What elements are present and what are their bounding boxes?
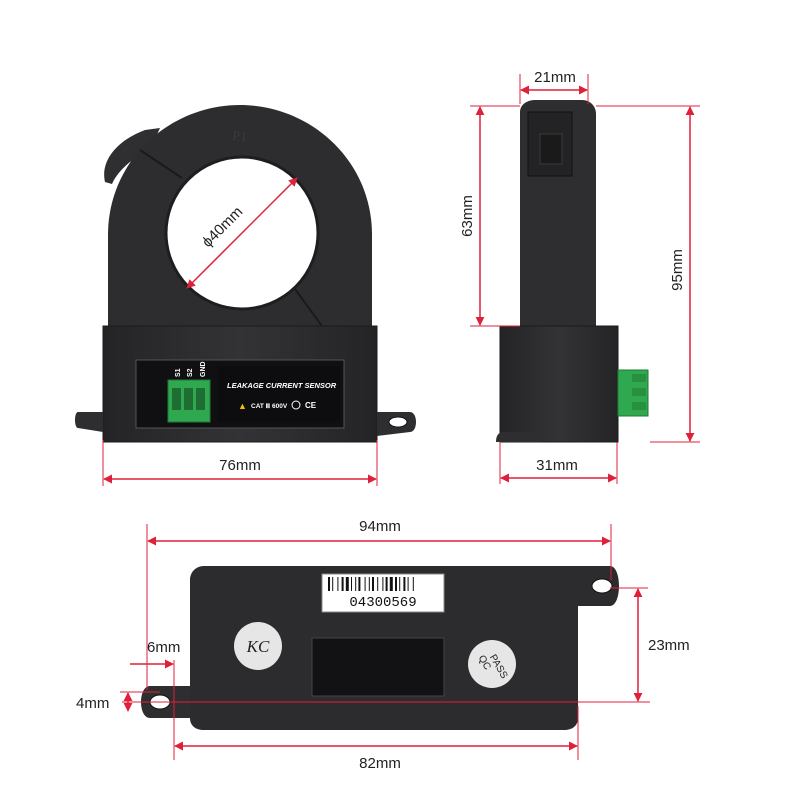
mounting-ear-left <box>75 412 103 432</box>
base-depth-label: 31mm <box>536 457 578 474</box>
core-marking: P1 <box>232 129 248 145</box>
barcode-bar <box>345 577 349 591</box>
barcode-bar <box>341 577 344 591</box>
barcode-bar <box>368 577 370 591</box>
barcode-bar <box>332 577 334 591</box>
side-ear <box>496 432 540 442</box>
barcode-bar <box>328 577 330 591</box>
side-terminal-pin <box>632 388 646 396</box>
side-view: 21mm 63mm 95mm 31mm <box>459 69 700 484</box>
side-terminal-pin <box>632 374 646 382</box>
upper-height-label: 63mm <box>459 195 476 237</box>
side-terminal-pin <box>632 402 646 410</box>
terminal-label: S2 <box>187 368 194 377</box>
barcode-bar <box>337 577 339 591</box>
barcode-bar <box>364 577 366 591</box>
barcode-bar <box>372 577 374 591</box>
width-label: 76mm <box>219 457 261 474</box>
side-clip-inner <box>539 133 563 165</box>
barcode-bar <box>407 577 409 591</box>
front-view: S1 S2 GND LEAKAGE CURRENT SENSOR ▲ CAT Ⅲ… <box>75 105 416 486</box>
barcode-bar <box>412 577 414 591</box>
top-width-label: 21mm <box>534 69 576 86</box>
rating-label: CAT Ⅲ 600V <box>251 402 288 410</box>
warning-icon: ▲ <box>238 401 247 411</box>
ce-mark: CE <box>305 401 317 410</box>
sensor-label: LEAKAGE CURRENT SENSOR <box>227 381 337 390</box>
height-label: 23mm <box>648 637 690 654</box>
overall-length-label: 94mm <box>359 518 401 535</box>
hole-spacing-label: 82mm <box>359 755 401 772</box>
barcode-bar <box>377 577 379 591</box>
bottom-mount-hole-right <box>591 578 613 594</box>
terminal-slot <box>196 388 205 410</box>
kc-sticker <box>234 622 282 670</box>
barcode-bar <box>403 577 406 591</box>
diameter-line <box>186 177 298 289</box>
qc-pass-sticker <box>468 640 516 688</box>
barcode <box>328 577 414 591</box>
split-line <box>139 149 183 179</box>
latch-clip <box>104 128 160 184</box>
terminal-slot <box>184 388 193 410</box>
barcode-bar <box>389 577 393 591</box>
side-base <box>499 325 619 443</box>
ul-mark-icon <box>291 400 301 410</box>
hole-height-label: 4mm <box>76 695 109 712</box>
label-plate-white <box>218 366 340 422</box>
barcode-number: 04300569 <box>349 595 416 611</box>
kc-label: KC <box>246 637 270 656</box>
terminal-label: S1 <box>175 368 182 377</box>
display-window <box>311 637 445 697</box>
barcode-bar <box>355 577 357 591</box>
barcode-bar <box>395 577 397 591</box>
barcode-bar <box>382 577 384 591</box>
terminal-label: GND <box>200 361 207 377</box>
barcode-bar <box>399 577 401 591</box>
hole-offset-label: 6mm <box>147 639 180 656</box>
barcode-bar <box>351 577 352 591</box>
barcode-bar <box>385 577 388 591</box>
bottom-view: 04300569 KC QC PASS 94mm 23mm 6mm 4mm 82… <box>76 518 690 772</box>
total-height-label: 95mm <box>669 249 686 291</box>
terminal-slot <box>172 388 181 410</box>
mount-hole <box>388 416 408 428</box>
barcode-bar <box>358 577 361 591</box>
split-line <box>291 284 323 327</box>
